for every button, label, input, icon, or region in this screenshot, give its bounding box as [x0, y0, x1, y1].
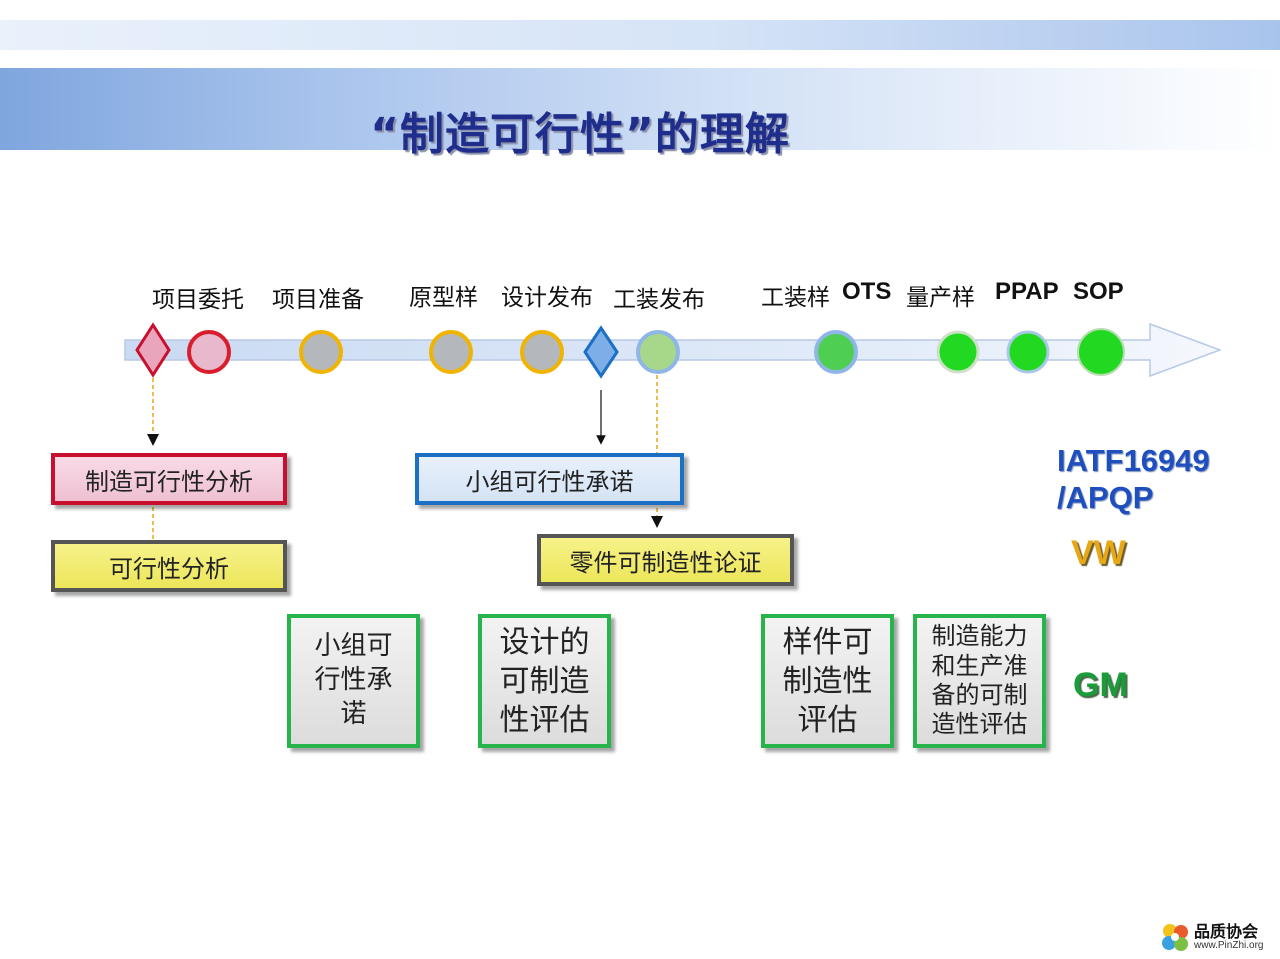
- box-gm-design-manufacturability: 设计的可制造性评估: [478, 614, 611, 748]
- label-project-prep: 项目准备: [272, 287, 364, 313]
- label-sop: SOP: [1073, 278, 1124, 305]
- box-feasibility-analysis: 可行性分析: [51, 540, 287, 592]
- header-band-top: [0, 20, 1280, 50]
- milestone-diamond-blue: [583, 325, 619, 379]
- milestone-diamond-red: [135, 322, 171, 378]
- milestone-circle-8: [1006, 330, 1050, 374]
- label-ots: OTS: [842, 278, 892, 305]
- page-title: “制造可行性”的理解: [370, 109, 790, 160]
- label-design-release: 设计发布: [501, 285, 593, 311]
- standard-gm: GM: [1073, 666, 1128, 704]
- pinzhi-logo: 品质协会 www.PinZhi.org: [1158, 918, 1276, 956]
- milestone-circle-7: [936, 330, 980, 374]
- label-tooling-release: 工装发布: [613, 287, 705, 313]
- header-band: [0, 68, 1280, 150]
- standard-vw: VW: [1071, 534, 1126, 572]
- box-gm-sample-manufacturability: 样件可制造性评估: [761, 614, 894, 748]
- label-tooling-sample: 工装样: [761, 285, 830, 311]
- label-prototype: 原型样: [409, 285, 478, 311]
- milestone-circle-2: [299, 330, 343, 374]
- milestone-circle-9: [1077, 328, 1125, 376]
- milestone-circle-5: [636, 330, 680, 374]
- box-gm-team-commitment: 小组可行性承诺: [287, 614, 420, 748]
- milestone-circle-1: [187, 330, 231, 374]
- box-gm-capability-readiness: 制造能力和生产准备的可制造性评估: [913, 614, 1046, 748]
- label-project-commission: 项目委托: [152, 287, 244, 313]
- logo-url: www.PinZhi.org: [1194, 940, 1264, 951]
- milestone-circle-6: [814, 330, 858, 374]
- flower-icon: [1162, 924, 1188, 951]
- logo-name: 品质协会: [1194, 922, 1259, 941]
- label-ppap: PPAP: [995, 278, 1059, 305]
- box-manufacturing-feasibility-analysis: 制造可行性分析: [51, 453, 287, 505]
- standard-iatf-apqp: IATF16949 /APQP: [1057, 443, 1210, 516]
- milestone-circle-4: [520, 330, 564, 374]
- box-team-feasibility-commitment: 小组可行性承诺: [415, 453, 684, 505]
- milestone-circle-3: [429, 330, 473, 374]
- box-part-manufacturability-argument: 零件可制造性论证: [537, 534, 794, 586]
- label-production-sample: 量产样: [906, 285, 975, 311]
